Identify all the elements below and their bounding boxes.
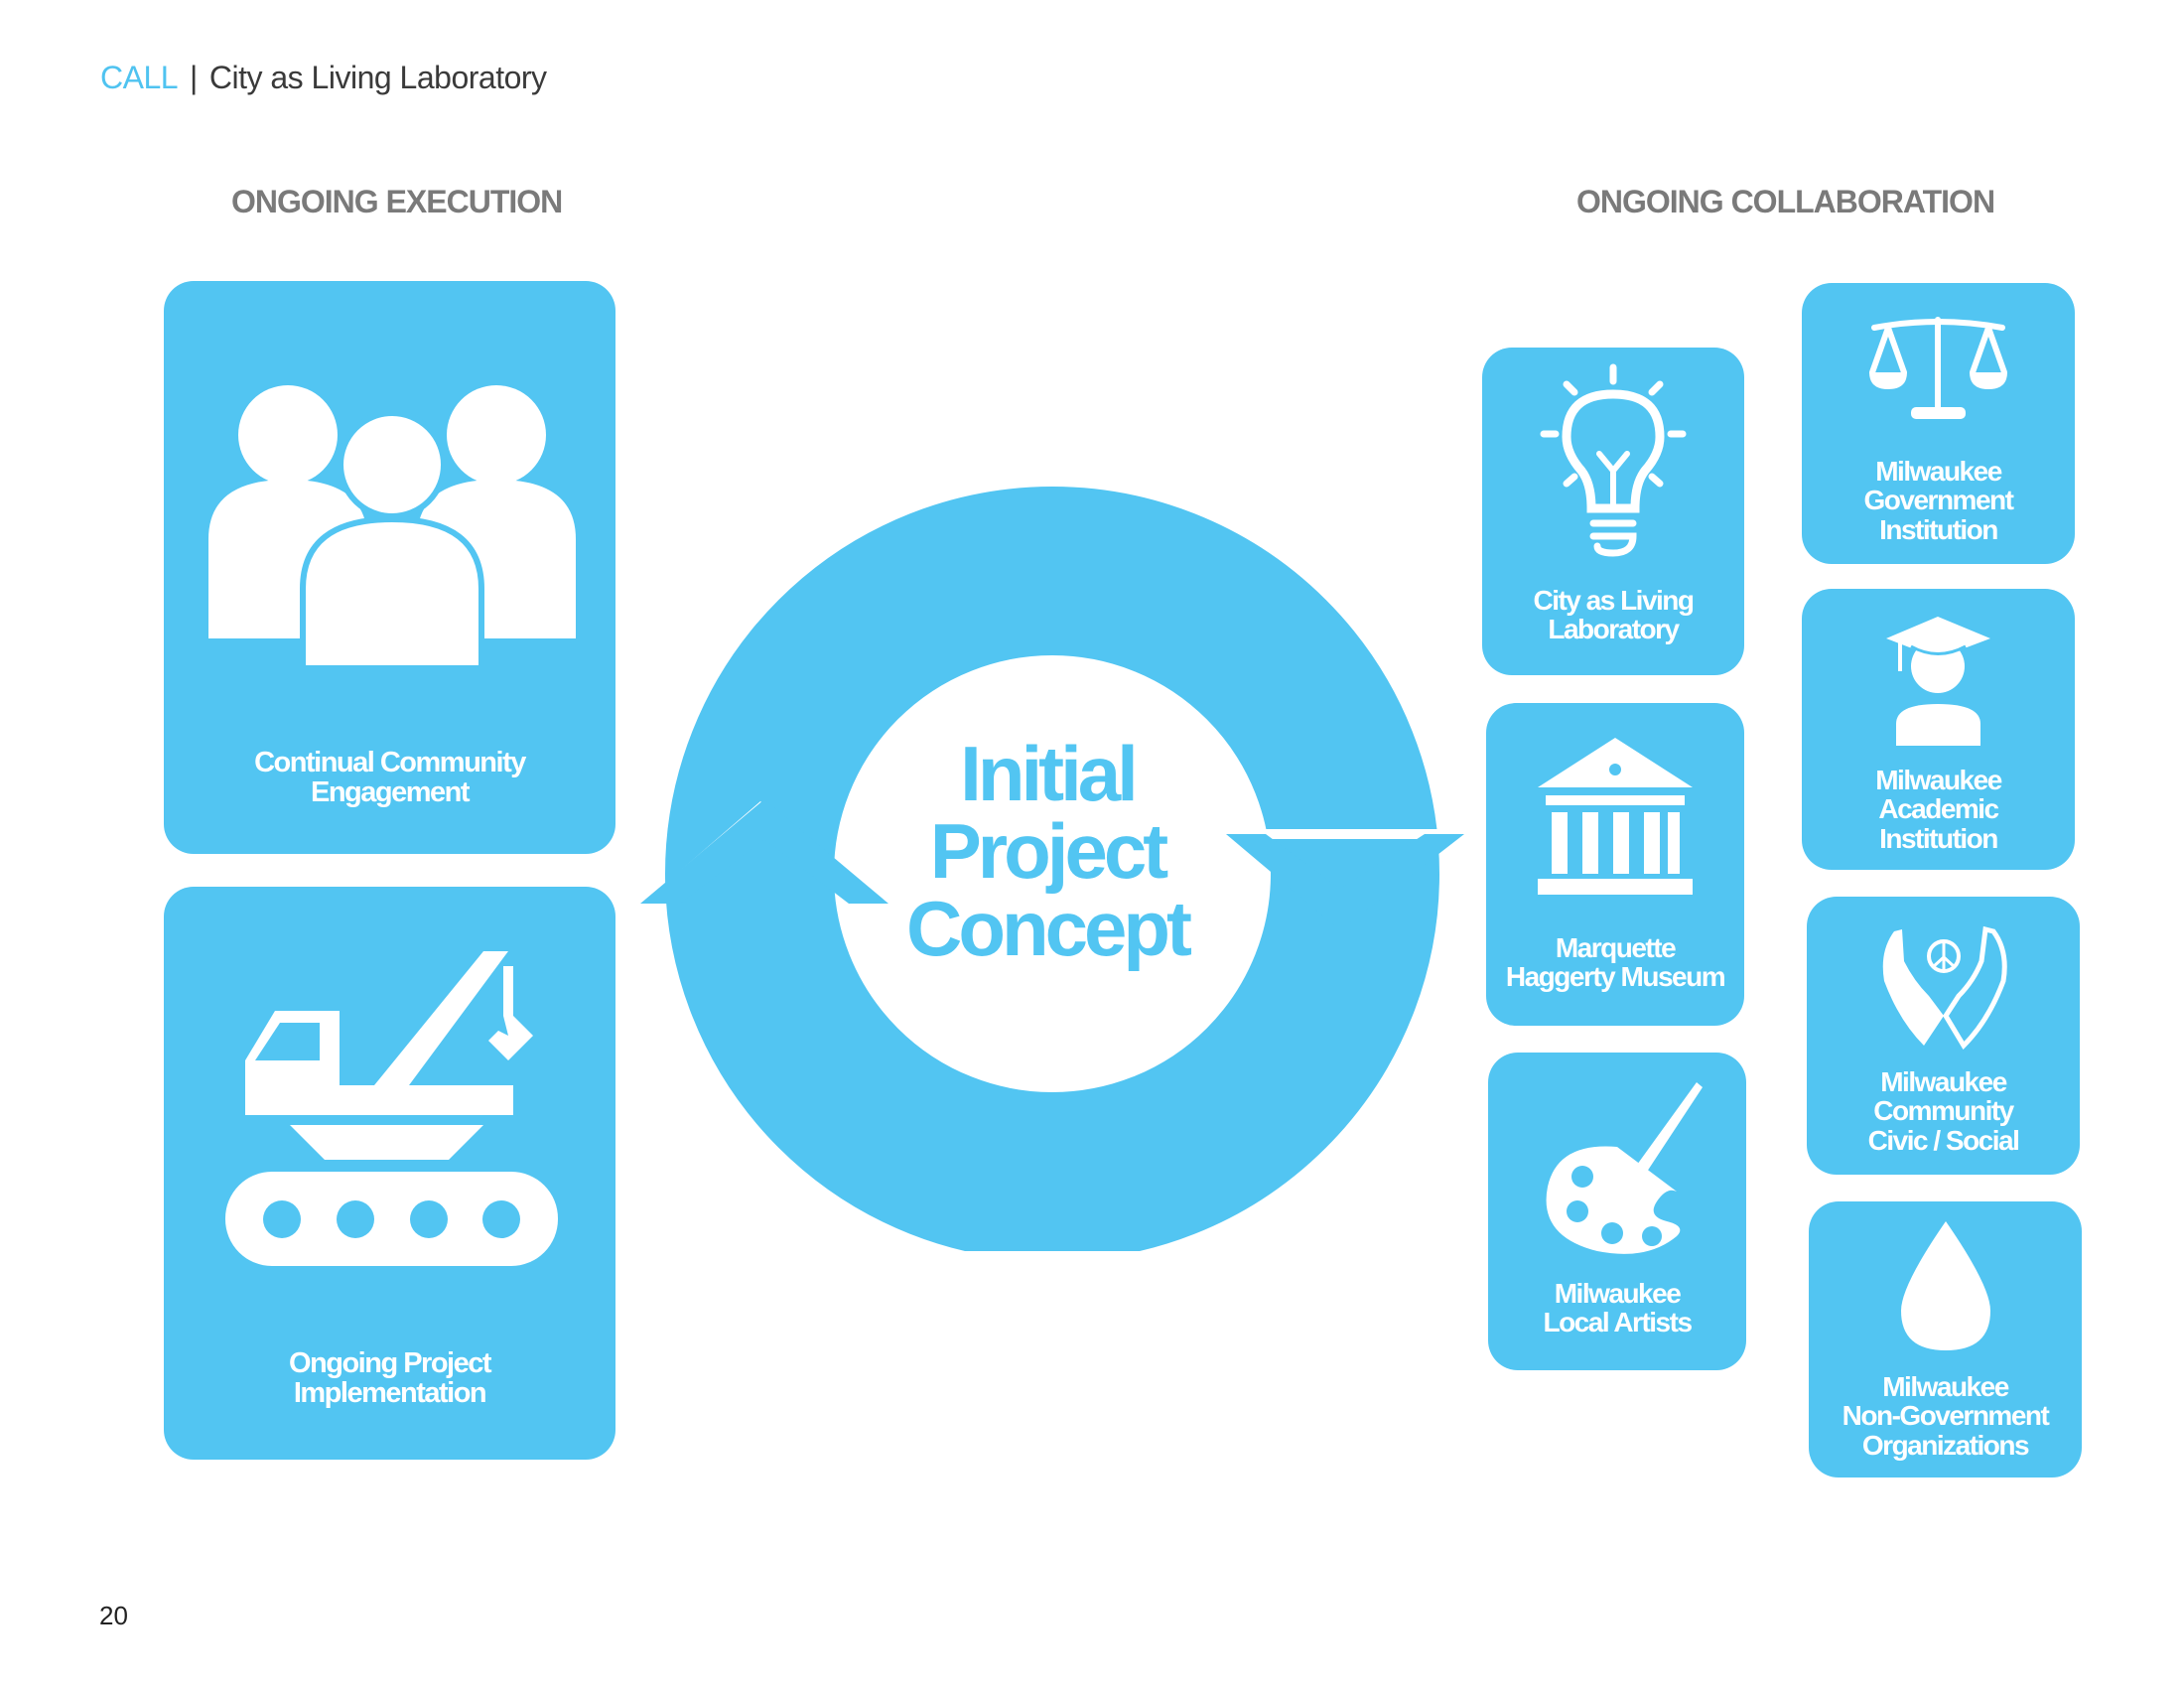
graduate-icon <box>1886 617 1990 746</box>
card-community-engagement[interactable]: Continual Community Engagement <box>164 281 615 854</box>
card-project-implementation[interactable]: Ongoing Project Implementation <box>164 887 615 1460</box>
cycle-diagram <box>640 487 1464 1251</box>
card-label: Continual Community Engagement <box>254 747 526 809</box>
card-local-artists[interactable]: Milwaukee Local Artists <box>1488 1053 1746 1370</box>
cycle-ring <box>665 487 1439 1251</box>
crane-truck-icon <box>225 951 558 1266</box>
people-group-icon <box>208 385 576 668</box>
justice-scale-icon <box>1869 317 2007 419</box>
card-label: Milwaukee Government Institution <box>1863 456 2014 545</box>
left-arrow-head <box>640 799 888 904</box>
card-community-civic-social[interactable]: Milwaukee Community Civic / Social <box>1807 897 2080 1175</box>
right-arrow-gap <box>1221 829 1459 839</box>
museum-icon <box>1538 738 1693 895</box>
card-label: Marquette Haggerty Museum <box>1505 932 1726 993</box>
right-arrow-head <box>1226 834 1464 930</box>
card-label: City as Living Laboratory <box>1533 585 1695 645</box>
card-label: Ongoing Project Implementation <box>288 1347 492 1410</box>
page-header: CALL | City as Living Laboratory <box>100 60 547 96</box>
card-academic-institution[interactable]: Milwaukee Academic Institution <box>1802 589 2075 870</box>
section-title-execution: ONGOING EXECUTION <box>231 184 563 219</box>
card-label: Milwaukee Academic Institution <box>1875 765 2002 854</box>
brand-label: CALL <box>100 60 179 95</box>
card-haggerty-museum[interactable]: Marquette Haggerty Museum <box>1486 703 1744 1026</box>
peace-hands-icon <box>1882 925 2007 1051</box>
page-number: 20 <box>99 1601 128 1630</box>
section-title-collaboration: ONGOING COLLABORATION <box>1576 184 1995 219</box>
center-label: Initial Project Concept <box>906 730 1192 972</box>
header-title: City as Living Laboratory <box>208 60 547 95</box>
card-city-living-lab[interactable]: City as Living Laboratory <box>1482 348 1744 675</box>
paint-palette-icon <box>1546 1082 1703 1254</box>
header-separator: | <box>190 60 198 95</box>
card-government-institution[interactable]: Milwaukee Government Institution <box>1802 283 2075 564</box>
lightbulb-icon <box>1540 363 1687 557</box>
card-label: Milwaukee Community Civic / Social <box>1867 1066 2020 1156</box>
card-non-government-organizations[interactable]: Milwaukee Non-Government Organizations <box>1809 1201 2082 1477</box>
water-drop-icon <box>1901 1221 1990 1350</box>
card-label: Milwaukee Non-Government Organizations <box>1842 1371 2050 1461</box>
card-label: Milwaukee Local Artists <box>1543 1278 1693 1338</box>
